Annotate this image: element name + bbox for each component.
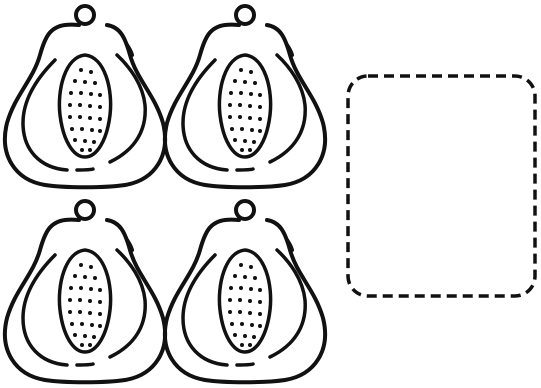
papaya-icon	[162, 4, 328, 190]
papaya-icon	[2, 199, 168, 385]
papaya-icon	[2, 4, 168, 190]
answer-box[interactable]	[346, 74, 537, 298]
papaya-icon	[162, 199, 328, 385]
